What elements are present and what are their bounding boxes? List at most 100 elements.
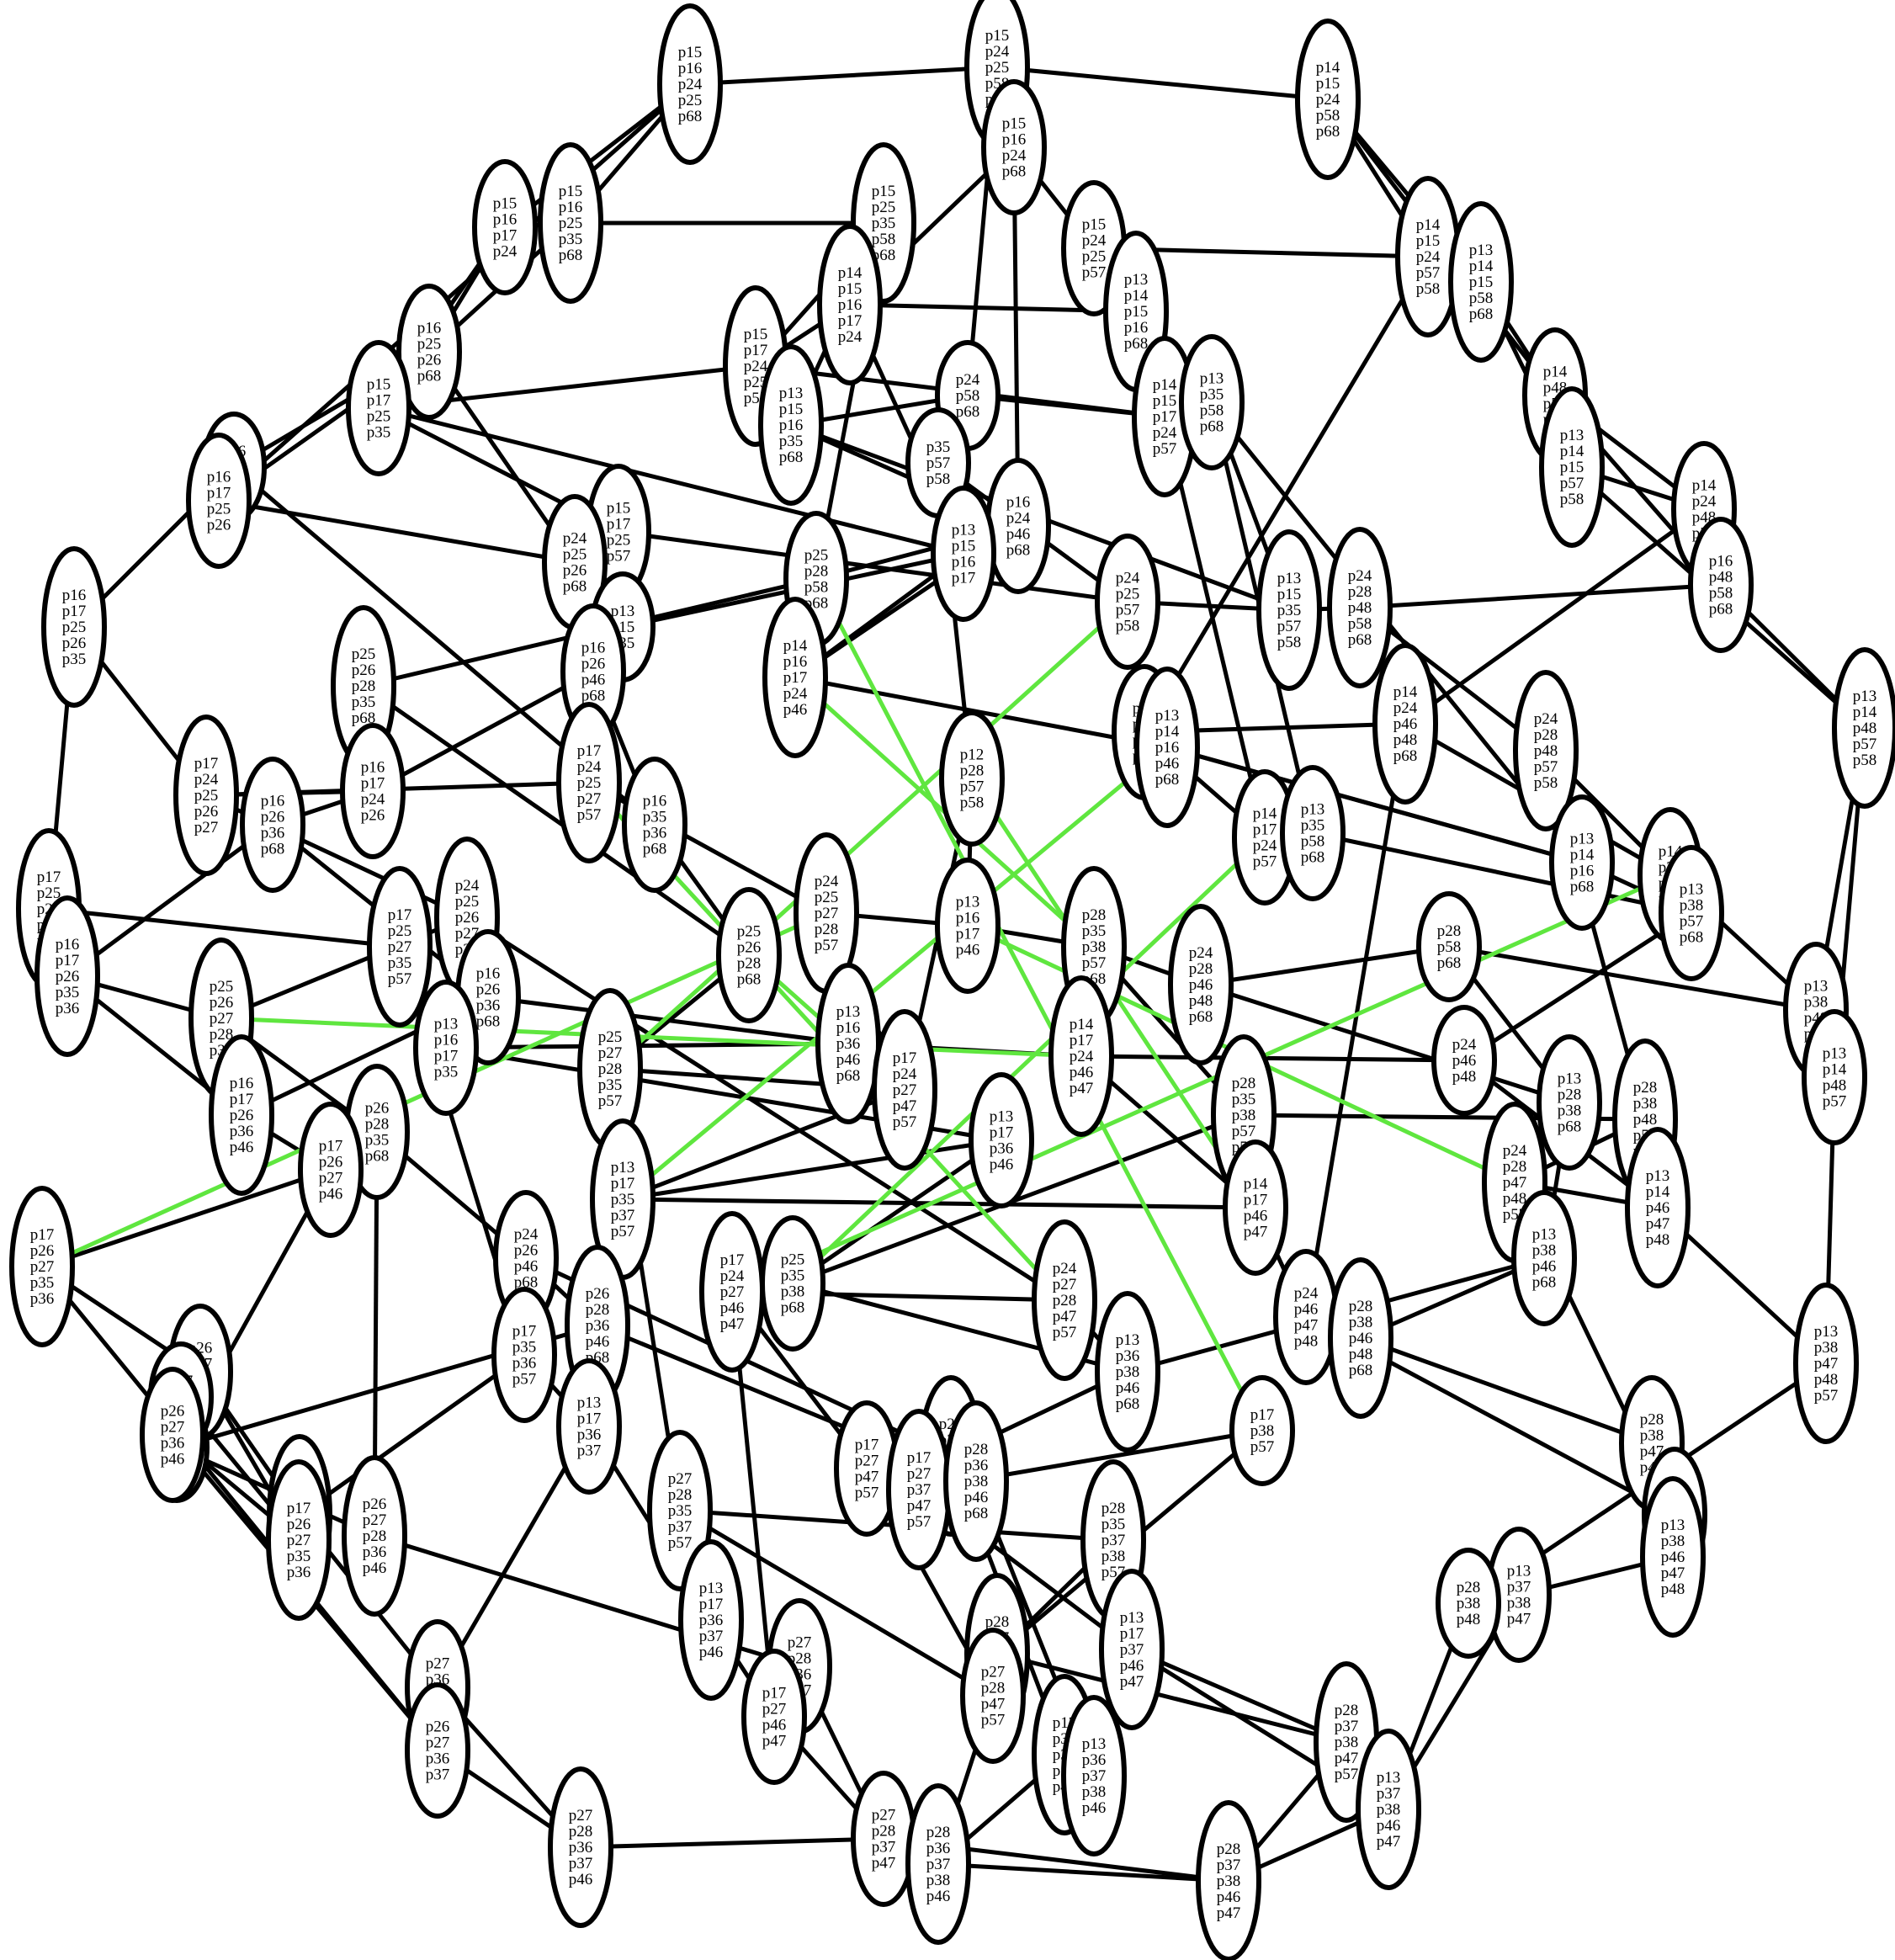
node-label-line: p17 [762, 1685, 787, 1702]
graph-edge [1200, 944, 1450, 987]
node-label-line: p17 [1244, 1192, 1268, 1209]
node-label-line: p16 [417, 320, 442, 337]
node-label-line: p36 [287, 1564, 311, 1581]
node-label-line: p48 [1853, 720, 1877, 737]
node-label-line: p16 [836, 1019, 861, 1037]
node-label-line: p68 [1348, 631, 1372, 649]
node-label-line: p38 [1507, 1595, 1531, 1612]
node-label-line: p13 [1277, 570, 1302, 587]
node-label-line: p68 [1124, 335, 1149, 353]
graph-edge [1360, 1336, 1653, 1446]
node-label-line: p14 [1469, 258, 1494, 275]
node-label-line: p35 [559, 231, 583, 248]
node-label-line: p57 [1680, 913, 1704, 931]
node-label-line: p57 [388, 970, 412, 988]
node-label-line: p27 [210, 1010, 234, 1028]
graph-edge [1312, 831, 1692, 916]
node-label-line: p35 [388, 954, 412, 972]
node-label-line: p24 [1189, 944, 1213, 962]
node-label-line: p68 [1116, 1395, 1140, 1413]
node-label-line: p47 [720, 1315, 745, 1333]
node-label-line: p27 [569, 1807, 593, 1825]
node-label-line: p16 [1570, 863, 1595, 880]
node-label-line: p46 [1646, 1199, 1670, 1217]
node-label-line: p25 [577, 774, 602, 792]
node-label-line: p24 [361, 791, 385, 809]
node-label-line: p13 [1558, 1070, 1582, 1088]
node-label-line: p35 [781, 1267, 805, 1285]
node-label-line: p46 [1393, 715, 1418, 733]
node-label-line: p38 [1661, 1532, 1685, 1550]
node-label-line: p13 [1532, 1226, 1557, 1244]
node-label-line: p17 [319, 1138, 343, 1155]
node-label-line: p35 [1232, 1091, 1256, 1108]
node-label-line: p36 [586, 1317, 610, 1335]
node-label-line: p28 [1082, 906, 1107, 924]
node-label-line: p15 [952, 538, 976, 555]
node-label-line: p38 [926, 1872, 951, 1889]
node-label-line: p68 [365, 1148, 390, 1166]
node-ellipse [1416, 891, 1482, 1002]
node-ellipse [340, 723, 406, 859]
node-label-line: p38 [1558, 1102, 1582, 1120]
node-label-line: p35 [62, 651, 87, 668]
node-ellipse [405, 1682, 470, 1819]
node-label-line: p57 [1116, 602, 1140, 619]
node-label-line: p13 [1200, 370, 1224, 388]
node-label-line: p26 [207, 517, 231, 534]
node-label-line: p46 [319, 1186, 343, 1203]
node-label-line: p37 [1335, 1718, 1359, 1735]
node-label-line: p14 [1393, 683, 1418, 701]
node-ellipse [556, 1358, 622, 1495]
node-ellipse [35, 895, 100, 1057]
node-label-line: p17 [611, 1175, 635, 1192]
node-label-line: p27 [720, 1283, 745, 1301]
node-label-line: p28 [985, 1613, 1010, 1631]
node-label-line: p24 [1053, 1260, 1077, 1277]
node-label-line: p16 [559, 199, 583, 216]
node-ellipse [981, 79, 1047, 215]
node-label-line: p24 [744, 358, 768, 375]
node-label-line: p14 [783, 637, 808, 655]
node-label-line: p13 [1301, 801, 1325, 819]
node-label-line: p57 [598, 1092, 623, 1110]
node-label-line: p28 [981, 1680, 1006, 1697]
node-label-line: p16 [581, 640, 606, 657]
node-label-line: p46 [762, 1717, 787, 1734]
node-label-line: p46 [1120, 1657, 1144, 1675]
node-label-line: p57 [1853, 736, 1877, 753]
node-label-line: p25 [607, 532, 631, 550]
node-label-line: p13 [611, 1159, 635, 1177]
node-label-line: p68 [1200, 418, 1224, 436]
node-label-line: p46 [581, 672, 606, 689]
node-label-line: p35 [1277, 602, 1302, 619]
node-label-line: p13 [1120, 1609, 1144, 1627]
node-label-line: p13 [1116, 1331, 1140, 1349]
node-label-line: p46 [1661, 1548, 1685, 1566]
node-label-line: p24 [893, 1065, 917, 1083]
node-label-line: p37 [611, 1207, 635, 1224]
node-label-line: p24 [1416, 248, 1441, 266]
node-label-line: p25 [455, 893, 480, 911]
node-label-line: p27 [426, 1655, 450, 1673]
node-label-line: p17 [367, 392, 391, 410]
node-ellipse [1196, 1800, 1261, 1960]
node-label-line: p28 [352, 677, 376, 695]
node-label-line: p13 [1082, 1735, 1107, 1753]
node-label-line: p37 [577, 1442, 602, 1460]
node-label-line: p15 [493, 195, 518, 213]
graph-edge [1462, 911, 1693, 1063]
node-label-line: p35 [1101, 1516, 1126, 1533]
